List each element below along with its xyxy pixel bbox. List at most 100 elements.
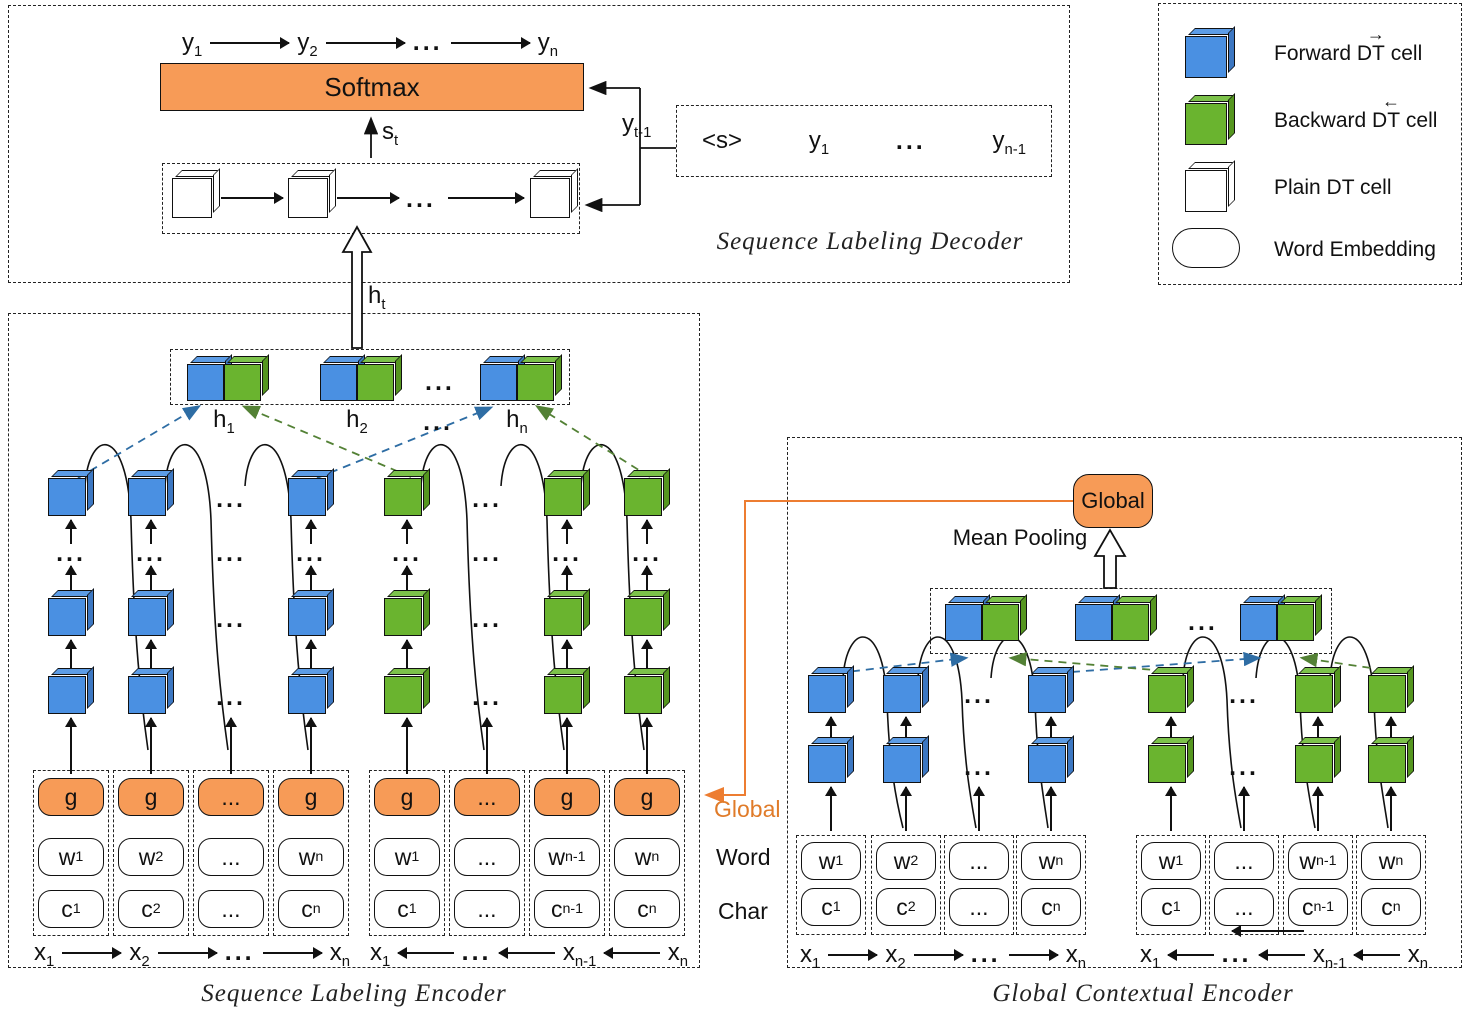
right-arrow-icon: → xyxy=(1366,24,1385,44)
backward-half xyxy=(1112,604,1149,641)
backward-dt-cell xyxy=(544,478,582,516)
st-label: st xyxy=(382,118,399,149)
ellipsis: ... xyxy=(296,539,326,567)
backward-dt-cell xyxy=(1295,675,1333,713)
up-arrow xyxy=(401,565,413,592)
decoder-box xyxy=(8,5,1070,283)
forward-dt-cell xyxy=(48,598,86,636)
legend-forward-pre: Forward xyxy=(1274,42,1352,65)
xn-label: xn xyxy=(667,938,688,970)
backward-dt-cell xyxy=(1148,745,1186,783)
ellipsis: ... xyxy=(56,539,86,567)
rnn-arrow-row xyxy=(448,192,525,204)
char-embedding-pill: ... xyxy=(454,890,520,928)
x2-label: x2 xyxy=(129,938,150,970)
up-arrow xyxy=(1165,716,1177,741)
gc-backward-x-row: x1 ... xn-1 xn xyxy=(1140,940,1428,972)
h2-label: h2 xyxy=(346,406,368,437)
up-arrow xyxy=(305,639,317,672)
xn-label: xn xyxy=(329,938,351,970)
legend-forward-label: Forward →DT cell xyxy=(1274,25,1422,66)
left-arrow xyxy=(1167,948,1214,961)
left-arrow xyxy=(603,946,660,959)
backward-dt-cell xyxy=(544,676,582,714)
global-side-label: Global xyxy=(714,796,781,822)
global-encoder-title: Global Contextual Encoder xyxy=(992,980,1294,1007)
ellipsis: ... xyxy=(216,539,246,567)
right-arrow xyxy=(262,946,323,959)
up-arrow xyxy=(225,717,237,774)
forward-dt-cell xyxy=(288,598,326,636)
legend-backward-pre: Backward xyxy=(1274,109,1367,132)
forward-half xyxy=(480,364,517,401)
plain-dt-cell xyxy=(530,178,570,218)
backward-dt-cell xyxy=(384,598,422,636)
xn1-label: xn-1 xyxy=(562,938,597,970)
word-embedding-pill: ... xyxy=(1214,842,1274,880)
sl-backward-x-row: x1 ... xn-1 xn xyxy=(370,938,688,970)
forward-dt-cell xyxy=(48,478,86,516)
ht-label: ht xyxy=(368,282,386,313)
forward-dt-cell xyxy=(288,676,326,714)
left-arrow xyxy=(498,946,555,959)
ellipsis: ... xyxy=(1188,608,1218,636)
yn-label: yn xyxy=(537,28,559,60)
up-arrow xyxy=(1385,786,1397,831)
xn1-label: xn-1 xyxy=(1312,940,1347,972)
global-embedding-pill: g xyxy=(38,778,104,816)
ellipsis: ... xyxy=(472,683,502,711)
global-embedding-pill: g xyxy=(614,778,680,816)
left-arrow xyxy=(397,946,454,959)
embedding-box xyxy=(1016,835,1086,935)
up-arrow xyxy=(641,717,653,774)
right-arrow xyxy=(325,36,406,49)
right-arrow xyxy=(450,36,531,49)
legend-backward-cube xyxy=(1185,103,1227,145)
legend-backward-dt: ←DT xyxy=(1372,92,1400,133)
up-arrow xyxy=(900,786,912,831)
backward-half xyxy=(357,364,394,401)
up-arrow xyxy=(65,639,77,672)
gc-concat-cell-n xyxy=(1240,604,1320,648)
ellipsis: ... xyxy=(423,408,453,436)
backward-dt-cell xyxy=(1148,675,1186,713)
up-arrow xyxy=(145,565,157,592)
forward-dt-cell xyxy=(1028,745,1066,783)
forward-dt-cell xyxy=(48,676,86,714)
up-arrow xyxy=(65,565,77,592)
sl-forward-x-row: x1 x2 ... xn xyxy=(34,938,351,970)
legend-embedding-label: Word Embedding xyxy=(1274,238,1436,261)
up-arrow xyxy=(825,786,837,831)
backward-dt-cell xyxy=(624,478,662,516)
up-arrow xyxy=(1045,786,1057,831)
up-arrow xyxy=(305,519,317,544)
up-arrow xyxy=(1312,716,1324,741)
backward-dt-cell xyxy=(624,676,662,714)
global-node: Global xyxy=(1073,474,1153,528)
backward-dt-cell xyxy=(1368,745,1406,783)
global-embedding-pill: g xyxy=(118,778,184,816)
h-concat-cell-1 xyxy=(187,364,267,408)
up-arrow xyxy=(305,717,317,774)
backward-half xyxy=(1277,604,1314,641)
left-arrow xyxy=(1231,925,1304,937)
x1-label: x1 xyxy=(1140,940,1161,972)
up-arrow xyxy=(561,519,573,544)
ellipsis: ... xyxy=(425,368,455,396)
decoder-title: Sequence Labeling Decoder xyxy=(716,228,1024,255)
start-token: <s> xyxy=(702,127,743,154)
up-arrow xyxy=(641,565,653,592)
encoder-hidden-row-box xyxy=(170,349,570,405)
forward-dt-cell xyxy=(883,745,921,783)
